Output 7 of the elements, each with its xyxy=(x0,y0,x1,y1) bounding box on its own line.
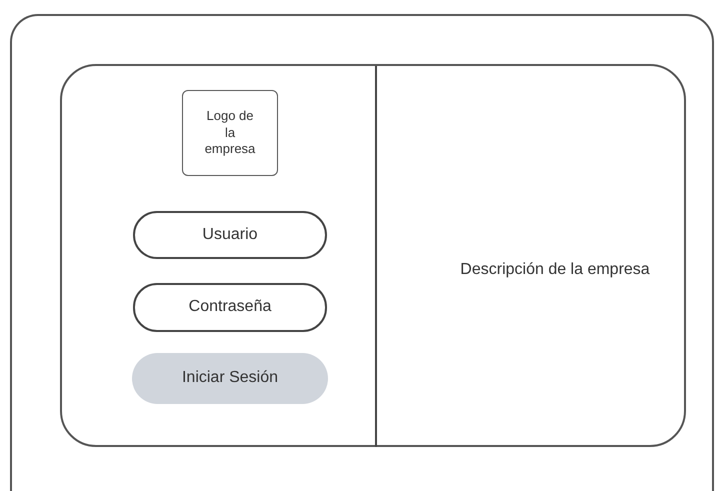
description-text: Descripción de la empresa xyxy=(459,261,651,279)
image-placeholder-box: Logo de la empresa xyxy=(182,90,278,176)
password-field: Contraseña xyxy=(133,283,327,332)
username-field: Usuario xyxy=(133,211,327,259)
login-button: Iniciar Sesión xyxy=(132,353,328,404)
login-card xyxy=(60,64,686,447)
device-frame xyxy=(10,14,714,491)
